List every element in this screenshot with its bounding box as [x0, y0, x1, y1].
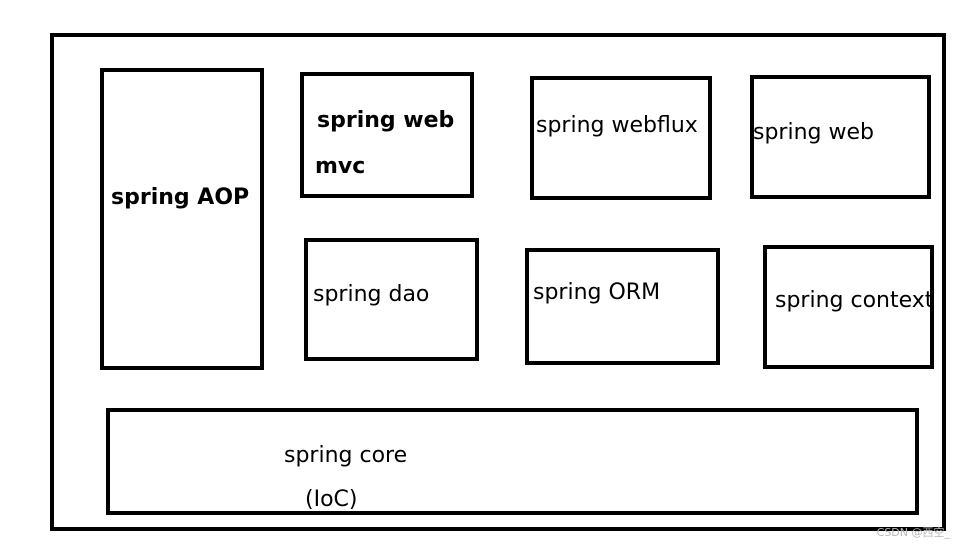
spring-context-label: spring context: [775, 288, 934, 313]
spring-orm-box: [525, 248, 720, 365]
spring-core-box: [106, 408, 919, 515]
spring-aop-box: [100, 68, 264, 370]
spring-core-label-line2: (IoC): [305, 487, 358, 512]
spring-webflux-box: [530, 76, 712, 200]
spring-dao-box: [304, 238, 479, 361]
spring-context-box: spring context: [763, 245, 934, 369]
spring-dao-label: spring dao: [313, 282, 430, 307]
spring-web-box: [750, 75, 931, 199]
spring-aop-label: spring AOP: [111, 185, 250, 210]
spring-webflux-label: spring webflux: [536, 113, 698, 138]
spring-web-label: spring web: [753, 120, 874, 145]
spring-web-mvc-label-line2: mvc: [315, 154, 366, 179]
spring-core-label-line1: spring core: [284, 443, 408, 468]
spring-orm-label: spring ORM: [533, 280, 661, 305]
spring-web-mvc-box: [300, 72, 474, 198]
watermark: CSDN @西空_: [876, 526, 950, 539]
spring-web-mvc-label-line1: spring web: [317, 108, 455, 133]
